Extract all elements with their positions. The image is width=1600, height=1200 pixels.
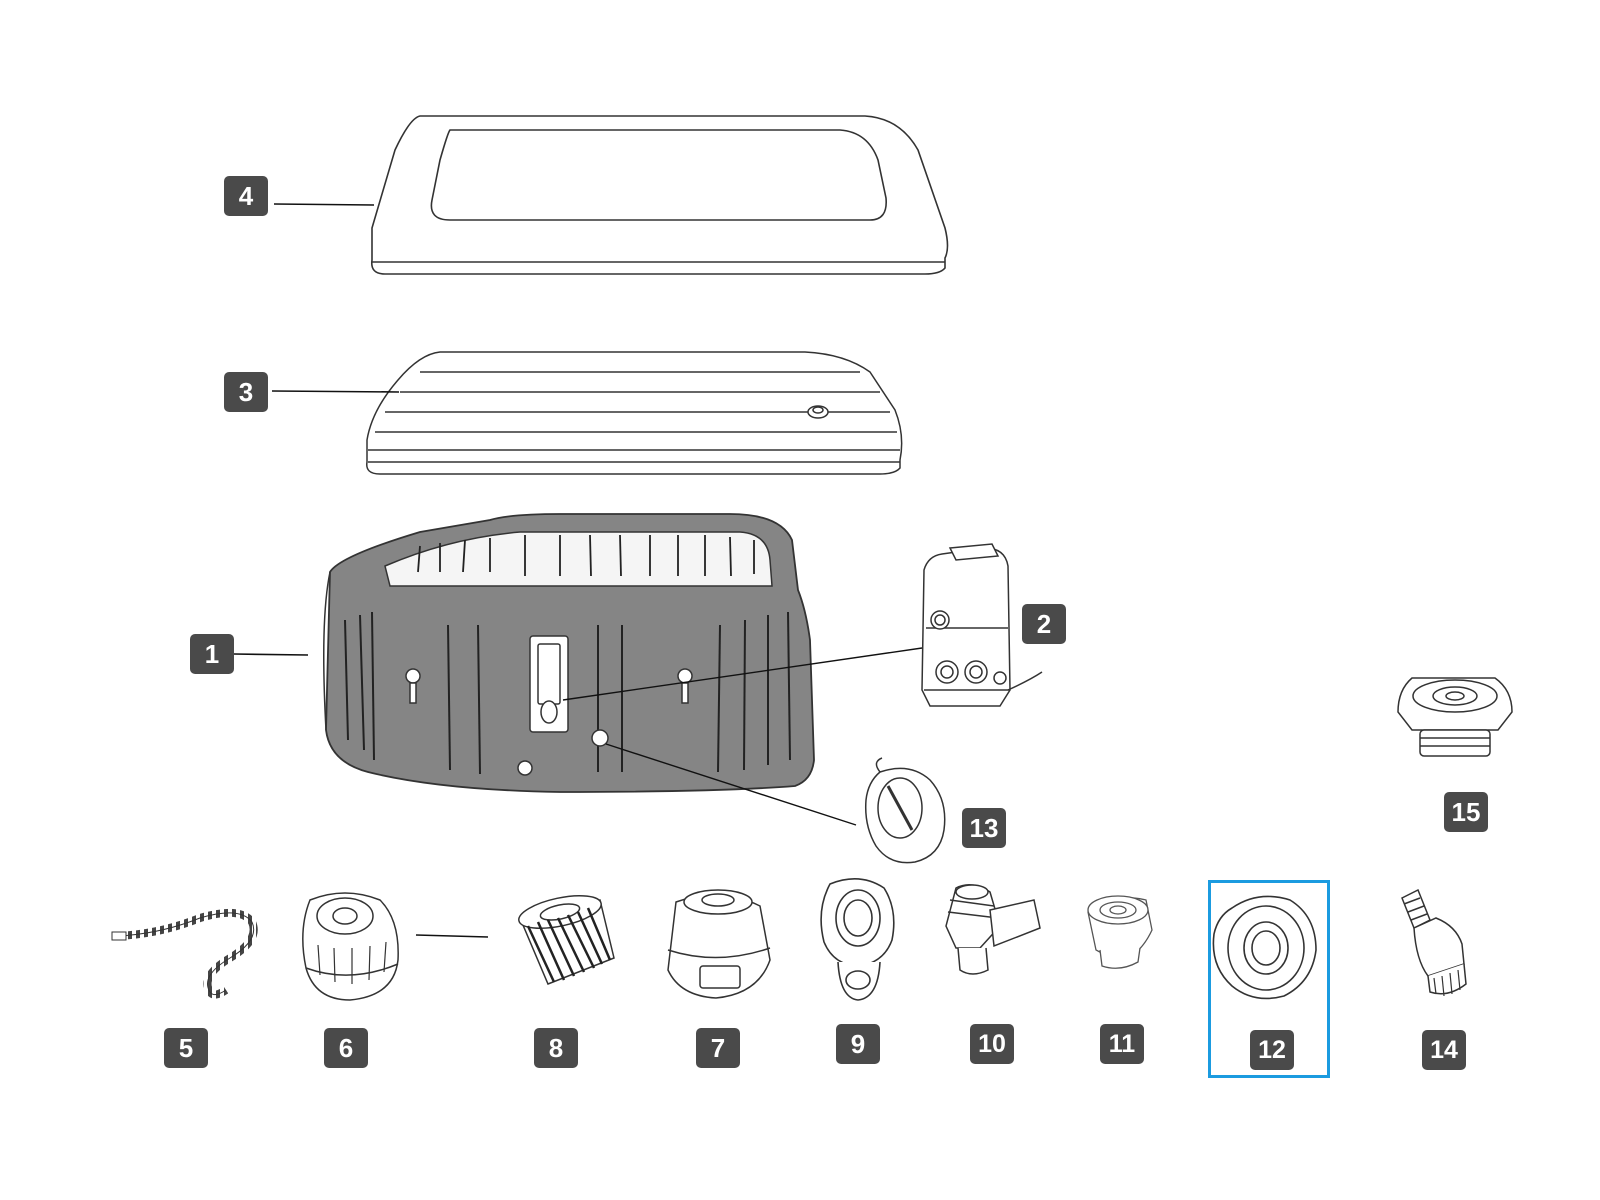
hose-icon — [111, 908, 258, 999]
hose-adapter-icon — [1401, 888, 1467, 997]
seal-ring-icon — [1212, 895, 1317, 1000]
selected-part-highlight[interactable] — [1208, 880, 1330, 1078]
part-badge-12[interactable]: 12 — [1250, 1030, 1294, 1070]
part-badge-6[interactable]: 6 — [324, 1028, 368, 1068]
leader-line-6-8 — [415, 934, 489, 938]
strainer-icon — [1087, 895, 1153, 969]
inflation-adapter-icon — [945, 884, 1041, 975]
part-badge-7[interactable]: 7 — [696, 1028, 740, 1068]
part-badge-15[interactable]: 15 — [1444, 792, 1488, 832]
cover-frame-icon — [370, 115, 949, 275]
part-badge-11[interactable]: 11 — [1100, 1024, 1144, 1064]
leader-line-13 — [605, 743, 857, 826]
connector-cap-icon — [667, 889, 771, 999]
threaded-cap-icon — [1397, 677, 1513, 757]
part-badge-1[interactable]: 1 — [190, 634, 234, 674]
part-badge-4[interactable]: 4 — [224, 176, 268, 216]
leader-line-3 — [271, 390, 400, 393]
drain-valve-icon — [864, 757, 946, 864]
leader-line-4 — [273, 203, 375, 206]
part-badge-5[interactable]: 5 — [164, 1028, 208, 1068]
leader-line-2 — [562, 647, 923, 701]
leader-line-1 — [233, 653, 309, 656]
valve-cap-icon — [820, 878, 895, 1001]
part-badge-14[interactable]: 14 — [1422, 1030, 1466, 1070]
part-badge-13[interactable]: 13 — [962, 808, 1006, 848]
pump-unit-icon — [921, 543, 1043, 707]
part-badge-10[interactable]: 10 — [970, 1024, 1014, 1064]
part-badge-3[interactable]: 3 — [224, 372, 268, 412]
filter-housing-icon — [302, 892, 399, 1001]
part-badge-2[interactable]: 2 — [1022, 604, 1066, 644]
part-badge-8[interactable]: 8 — [534, 1028, 578, 1068]
spa-tub-icon — [323, 513, 815, 793]
filter-cartridge-icon — [518, 895, 615, 985]
inflatable-cover-icon — [366, 351, 903, 475]
part-badge-9[interactable]: 9 — [836, 1024, 880, 1064]
